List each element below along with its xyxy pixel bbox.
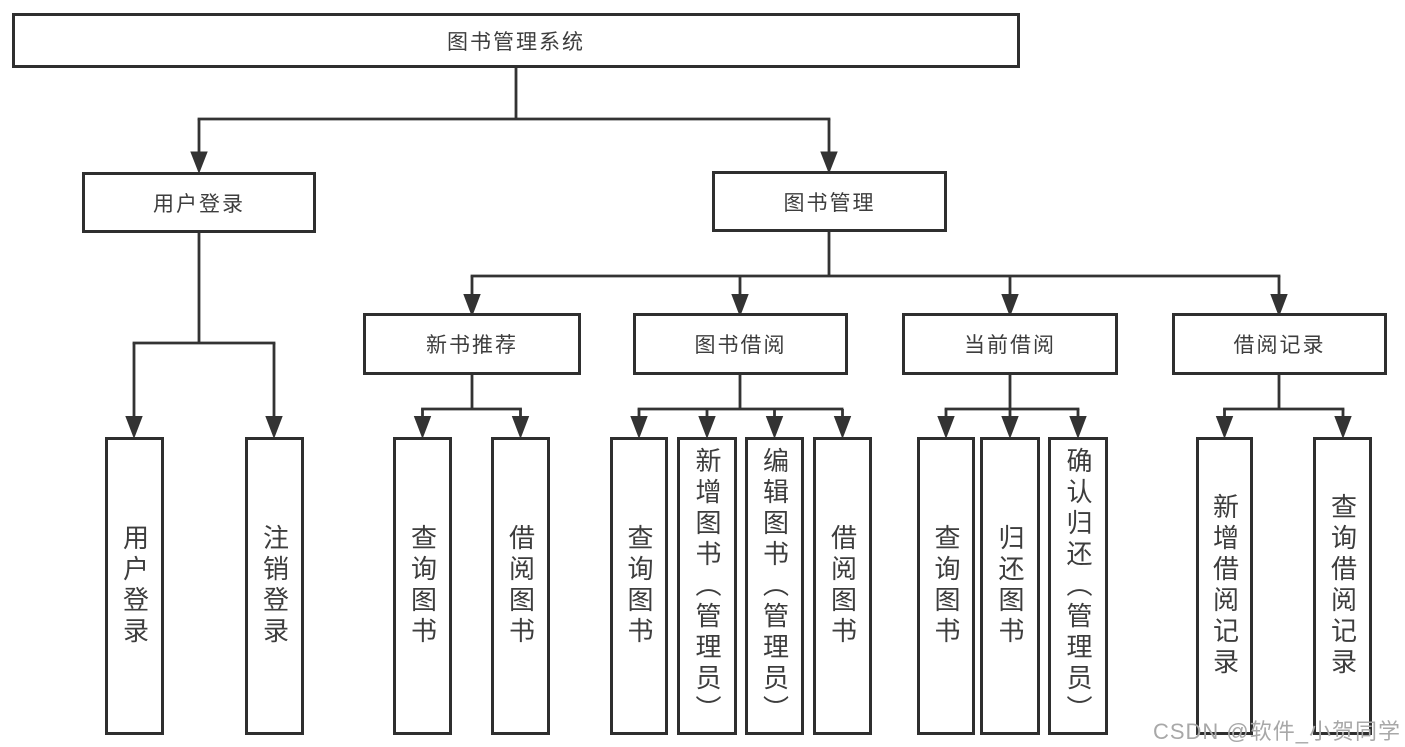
leaf-query-books-1: 查询图书 bbox=[393, 437, 452, 735]
leaf-query-books-1-label: 查询图书 bbox=[407, 524, 438, 648]
leaf-user-login: 用户登录 bbox=[105, 437, 164, 735]
node-current-borrowing: 当前借阅 bbox=[902, 313, 1118, 375]
leaf-edit-books-admin-label: 编辑图书（管理员） bbox=[759, 446, 790, 726]
leaf-add-books-admin: 新增图书（管理员） bbox=[677, 437, 737, 735]
leaf-edit-books-admin: 编辑图书（管理员） bbox=[745, 437, 804, 735]
node-user-login: 用户登录 bbox=[82, 172, 316, 233]
leaf-return-books-label: 归还图书 bbox=[995, 524, 1025, 648]
node-book-borrowing-label: 图书借阅 bbox=[694, 334, 787, 357]
node-borrowing-records: 借阅记录 bbox=[1172, 313, 1387, 375]
connector-user-login-children bbox=[125, 233, 283, 439]
leaf-borrow-books-1-label: 借阅图书 bbox=[505, 524, 536, 648]
leaf-confirm-return-admin: 确认归还（管理员） bbox=[1048, 437, 1108, 735]
leaf-logout: 注销登录 bbox=[245, 437, 304, 735]
leaf-query-borrow-record-label: 查询借阅记录 bbox=[1327, 493, 1358, 679]
connector-root-to-level2 bbox=[190, 68, 838, 174]
node-root-system-label: 图书管理系统 bbox=[447, 30, 585, 54]
connector-book-borrow-children bbox=[630, 375, 852, 439]
connector-new-book-rec-children bbox=[413, 375, 530, 439]
node-book-borrowing: 图书借阅 bbox=[633, 313, 848, 375]
leaf-query-books-3-label: 查询图书 bbox=[931, 524, 961, 648]
leaf-query-books-2: 查询图书 bbox=[610, 437, 668, 735]
connector-borrow-records-children bbox=[1215, 375, 1352, 439]
node-user-login-label: 用户登录 bbox=[153, 192, 245, 216]
leaf-logout-label: 注销登录 bbox=[259, 524, 290, 648]
leaf-borrow-books-2-label: 借阅图书 bbox=[827, 524, 858, 648]
node-current-borrowing-label: 当前借阅 bbox=[964, 334, 1056, 357]
leaf-user-login-label: 用户登录 bbox=[119, 524, 150, 648]
leaf-confirm-return-admin-label: 确认归还（管理员） bbox=[1063, 446, 1093, 726]
leaf-query-books-2-label: 查询图书 bbox=[624, 524, 654, 648]
leaf-borrow-books-2: 借阅图书 bbox=[813, 437, 872, 735]
leaf-query-borrow-record: 查询借阅记录 bbox=[1313, 437, 1372, 735]
leaf-borrow-books-1: 借阅图书 bbox=[491, 437, 550, 735]
leaf-add-books-admin-label: 新增图书（管理员） bbox=[692, 446, 722, 726]
leaf-return-books: 归还图书 bbox=[980, 437, 1040, 735]
node-new-book-recommendation: 新书推荐 bbox=[363, 313, 581, 375]
node-borrowing-records-label: 借阅记录 bbox=[1233, 334, 1326, 357]
node-new-book-recommendation-label: 新书推荐 bbox=[426, 334, 518, 357]
connector-current-borrow-children bbox=[937, 375, 1087, 439]
csdn-watermark: CSDN @软件_小贺同学 bbox=[1152, 719, 1401, 744]
leaf-add-borrow-record: 新增借阅记录 bbox=[1196, 437, 1253, 735]
node-root-system: 图书管理系统 bbox=[12, 13, 1020, 68]
node-book-management-label: 图书管理 bbox=[783, 191, 876, 215]
connector-book-mgmt-to-level3 bbox=[463, 232, 1288, 317]
leaf-query-books-3: 查询图书 bbox=[917, 437, 975, 735]
node-book-management: 图书管理 bbox=[712, 171, 947, 232]
leaf-add-borrow-record-label: 新增借阅记录 bbox=[1209, 493, 1240, 679]
